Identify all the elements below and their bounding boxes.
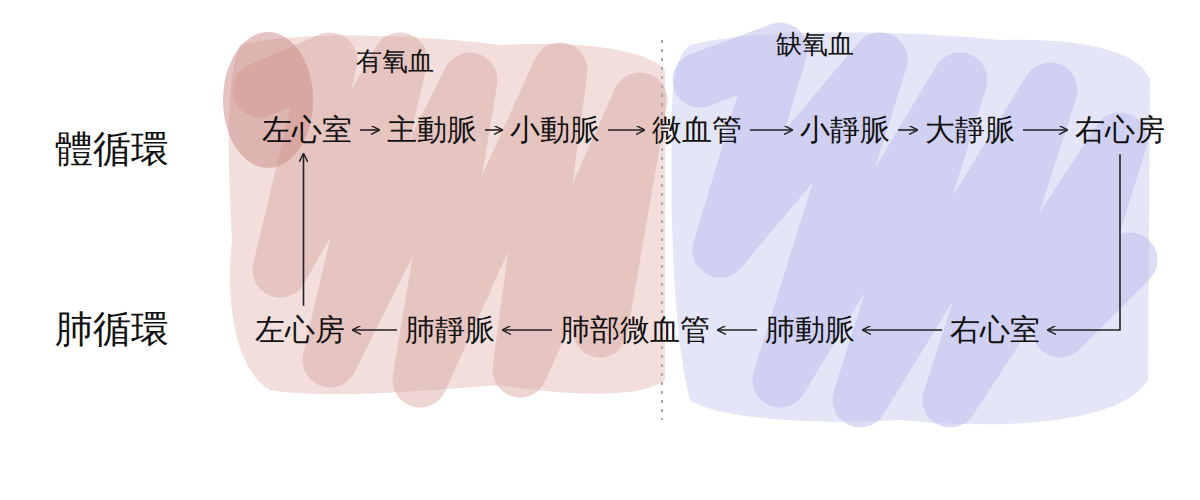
vessel-name: 主動脈 — [387, 113, 477, 148]
vessel-label: 小靜脈 — [797, 111, 893, 150]
vessel-name: 肺靜脈 — [405, 313, 495, 348]
vessel-label: 左心室 — [259, 111, 355, 150]
column-heading: 缺氧血 — [776, 30, 854, 60]
vessel-label: 肺部微血管 — [557, 311, 713, 350]
vessel-label: 微血管 — [649, 111, 745, 150]
flow-arrow — [353, 329, 397, 331]
row-heading: 體循環 — [55, 128, 169, 172]
divider-line — [661, 40, 663, 420]
vessel-name: 微血管 — [652, 113, 742, 148]
flow-arrow — [1048, 154, 1120, 330]
flow-arrow — [863, 329, 942, 331]
vessel-label: 右心室 — [947, 311, 1043, 350]
vessel-name: 肺部微血管 — [560, 313, 710, 348]
vessel-label: 小動脈 — [507, 111, 603, 150]
vessel-name: 左心室 — [262, 113, 352, 148]
vessel-name: 大靜脈 — [925, 113, 1015, 148]
vessel-name: 小動脈 — [510, 113, 600, 148]
oxygenated-dark-spot — [223, 32, 313, 168]
vessel-label: 主動脈 — [384, 111, 480, 150]
flow-arrow — [898, 129, 917, 131]
flow-arrow — [303, 154, 305, 306]
vessel-label: 大靜脈 — [922, 111, 1018, 150]
vessel-name: 右心室 — [950, 313, 1040, 348]
flow-arrow — [1023, 129, 1067, 131]
vessel-name: 小靜脈 — [800, 113, 890, 148]
flow-arrow — [608, 129, 644, 131]
vessel-name: 右心房 — [1075, 113, 1165, 148]
vessel-label: 肺靜脈 — [402, 311, 498, 350]
vessel-name: 左心房 — [255, 313, 345, 348]
flow-arrow — [750, 129, 792, 131]
flow-arrow — [718, 329, 757, 331]
flow-arrow — [360, 129, 379, 131]
vessel-label: 右心房 — [1072, 111, 1168, 150]
vessel-label: 左心房 — [252, 311, 348, 350]
column-heading: 有氧血 — [356, 47, 434, 77]
flow-arrow — [485, 129, 502, 131]
row-heading: 肺循環 — [55, 308, 169, 352]
vessel-label: 肺動脈 — [762, 311, 858, 350]
deoxygenated-brush — [700, 50, 1130, 400]
flow-arrow — [503, 329, 552, 331]
deoxygenated-wash — [671, 32, 1150, 424]
vessel-name: 肺動脈 — [765, 313, 855, 348]
